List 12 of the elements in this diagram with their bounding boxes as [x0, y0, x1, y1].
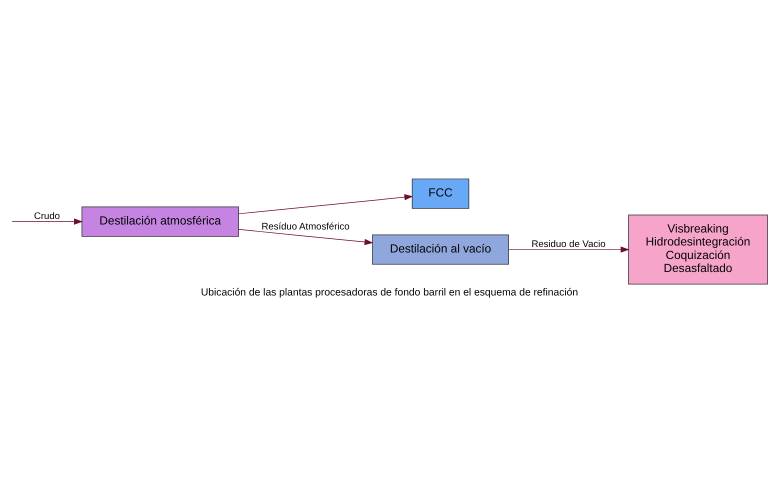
arrow — [238, 228, 374, 245]
arrow — [508, 246, 630, 252]
node-box: Destilación atmosférica — [82, 206, 239, 236]
node-box: Destilación al vacío — [372, 234, 509, 264]
arrow — [12, 218, 83, 224]
edge-label: Residuo de Vacio — [531, 238, 606, 250]
edge-label: Resíduo Atmosférico — [261, 220, 350, 232]
node-box: FCC — [412, 178, 470, 208]
edge-label: Crudo — [34, 210, 60, 222]
arrow — [238, 194, 414, 214]
node-box: Visbreaking Hidrodesintegración Coquización Desasfaltado — [628, 214, 768, 284]
caption: Ubicación de las plantas procesadoras de fondo barril en el esquema de refinación — [200, 286, 578, 298]
